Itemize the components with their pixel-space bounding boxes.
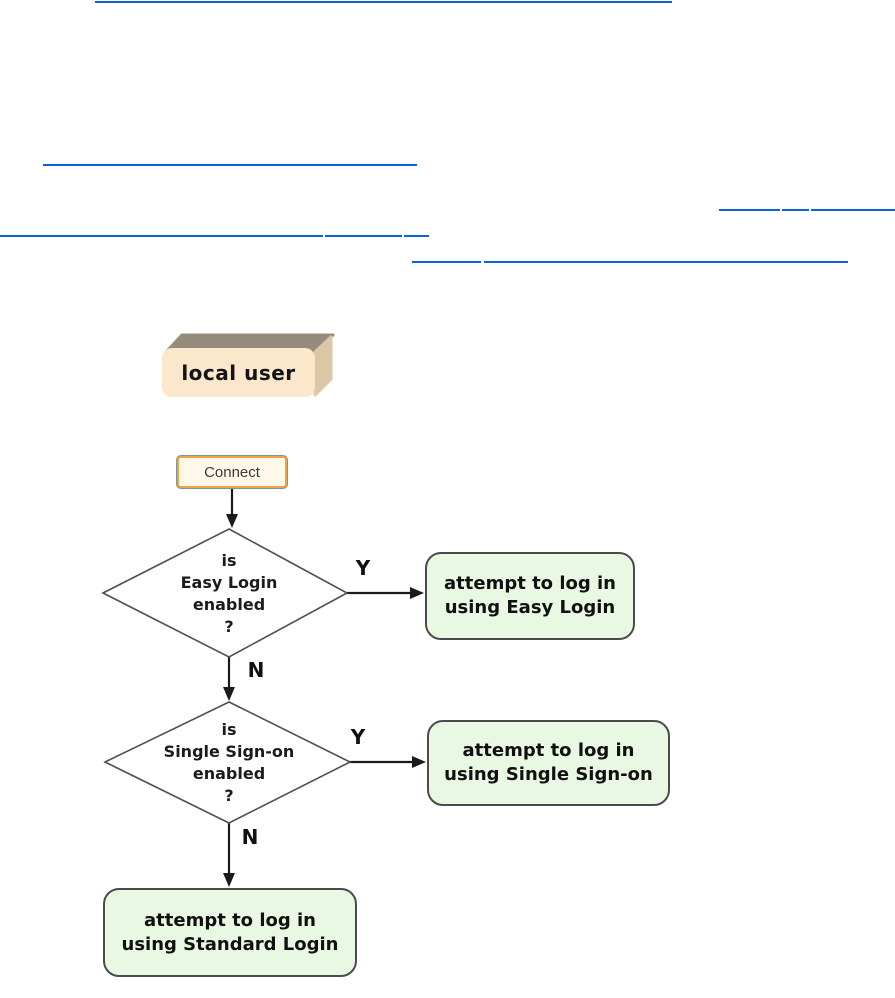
decision-diamond-single-sign-on: [103, 701, 352, 824]
connect-button[interactable]: Connect: [177, 456, 287, 488]
hyperlink-underline[interactable]: [404, 235, 429, 237]
label-no-decision2: N: [241, 825, 259, 849]
local-user-node-front-face: [162, 348, 315, 397]
label-no-decision1: N: [247, 658, 265, 682]
hyperlink-underline[interactable]: [325, 235, 402, 237]
result-box-easy-login: attempt to log in using Easy Login: [425, 552, 635, 640]
hyperlink-underline[interactable]: [0, 235, 323, 237]
result-box-single-sign-on: attempt to log in using Single Sign-on: [427, 720, 670, 806]
result-box-standard-login: attempt to log in using Standard Login: [103, 888, 357, 977]
hyperlink-underline[interactable]: [484, 261, 848, 263]
decision-diamond-easy-login: [101, 528, 349, 658]
label-yes-decision2: Y: [350, 725, 366, 749]
hyperlink-underline[interactable]: [95, 1, 672, 3]
hyperlink-underline[interactable]: [412, 261, 481, 263]
local-user-node-label: local user: [181, 360, 296, 385]
hyperlink-underline[interactable]: [43, 164, 417, 166]
hyperlink-underline[interactable]: [782, 209, 809, 211]
hyperlink-underline[interactable]: [719, 209, 780, 211]
decision-single-sign-on-text: is Single Sign-on enabled ?: [163, 720, 295, 805]
decision-easy-login-text: is Easy Login enabled ?: [180, 551, 278, 636]
hyperlink-underline[interactable]: [811, 209, 895, 211]
label-yes-decision1: Y: [355, 556, 371, 580]
